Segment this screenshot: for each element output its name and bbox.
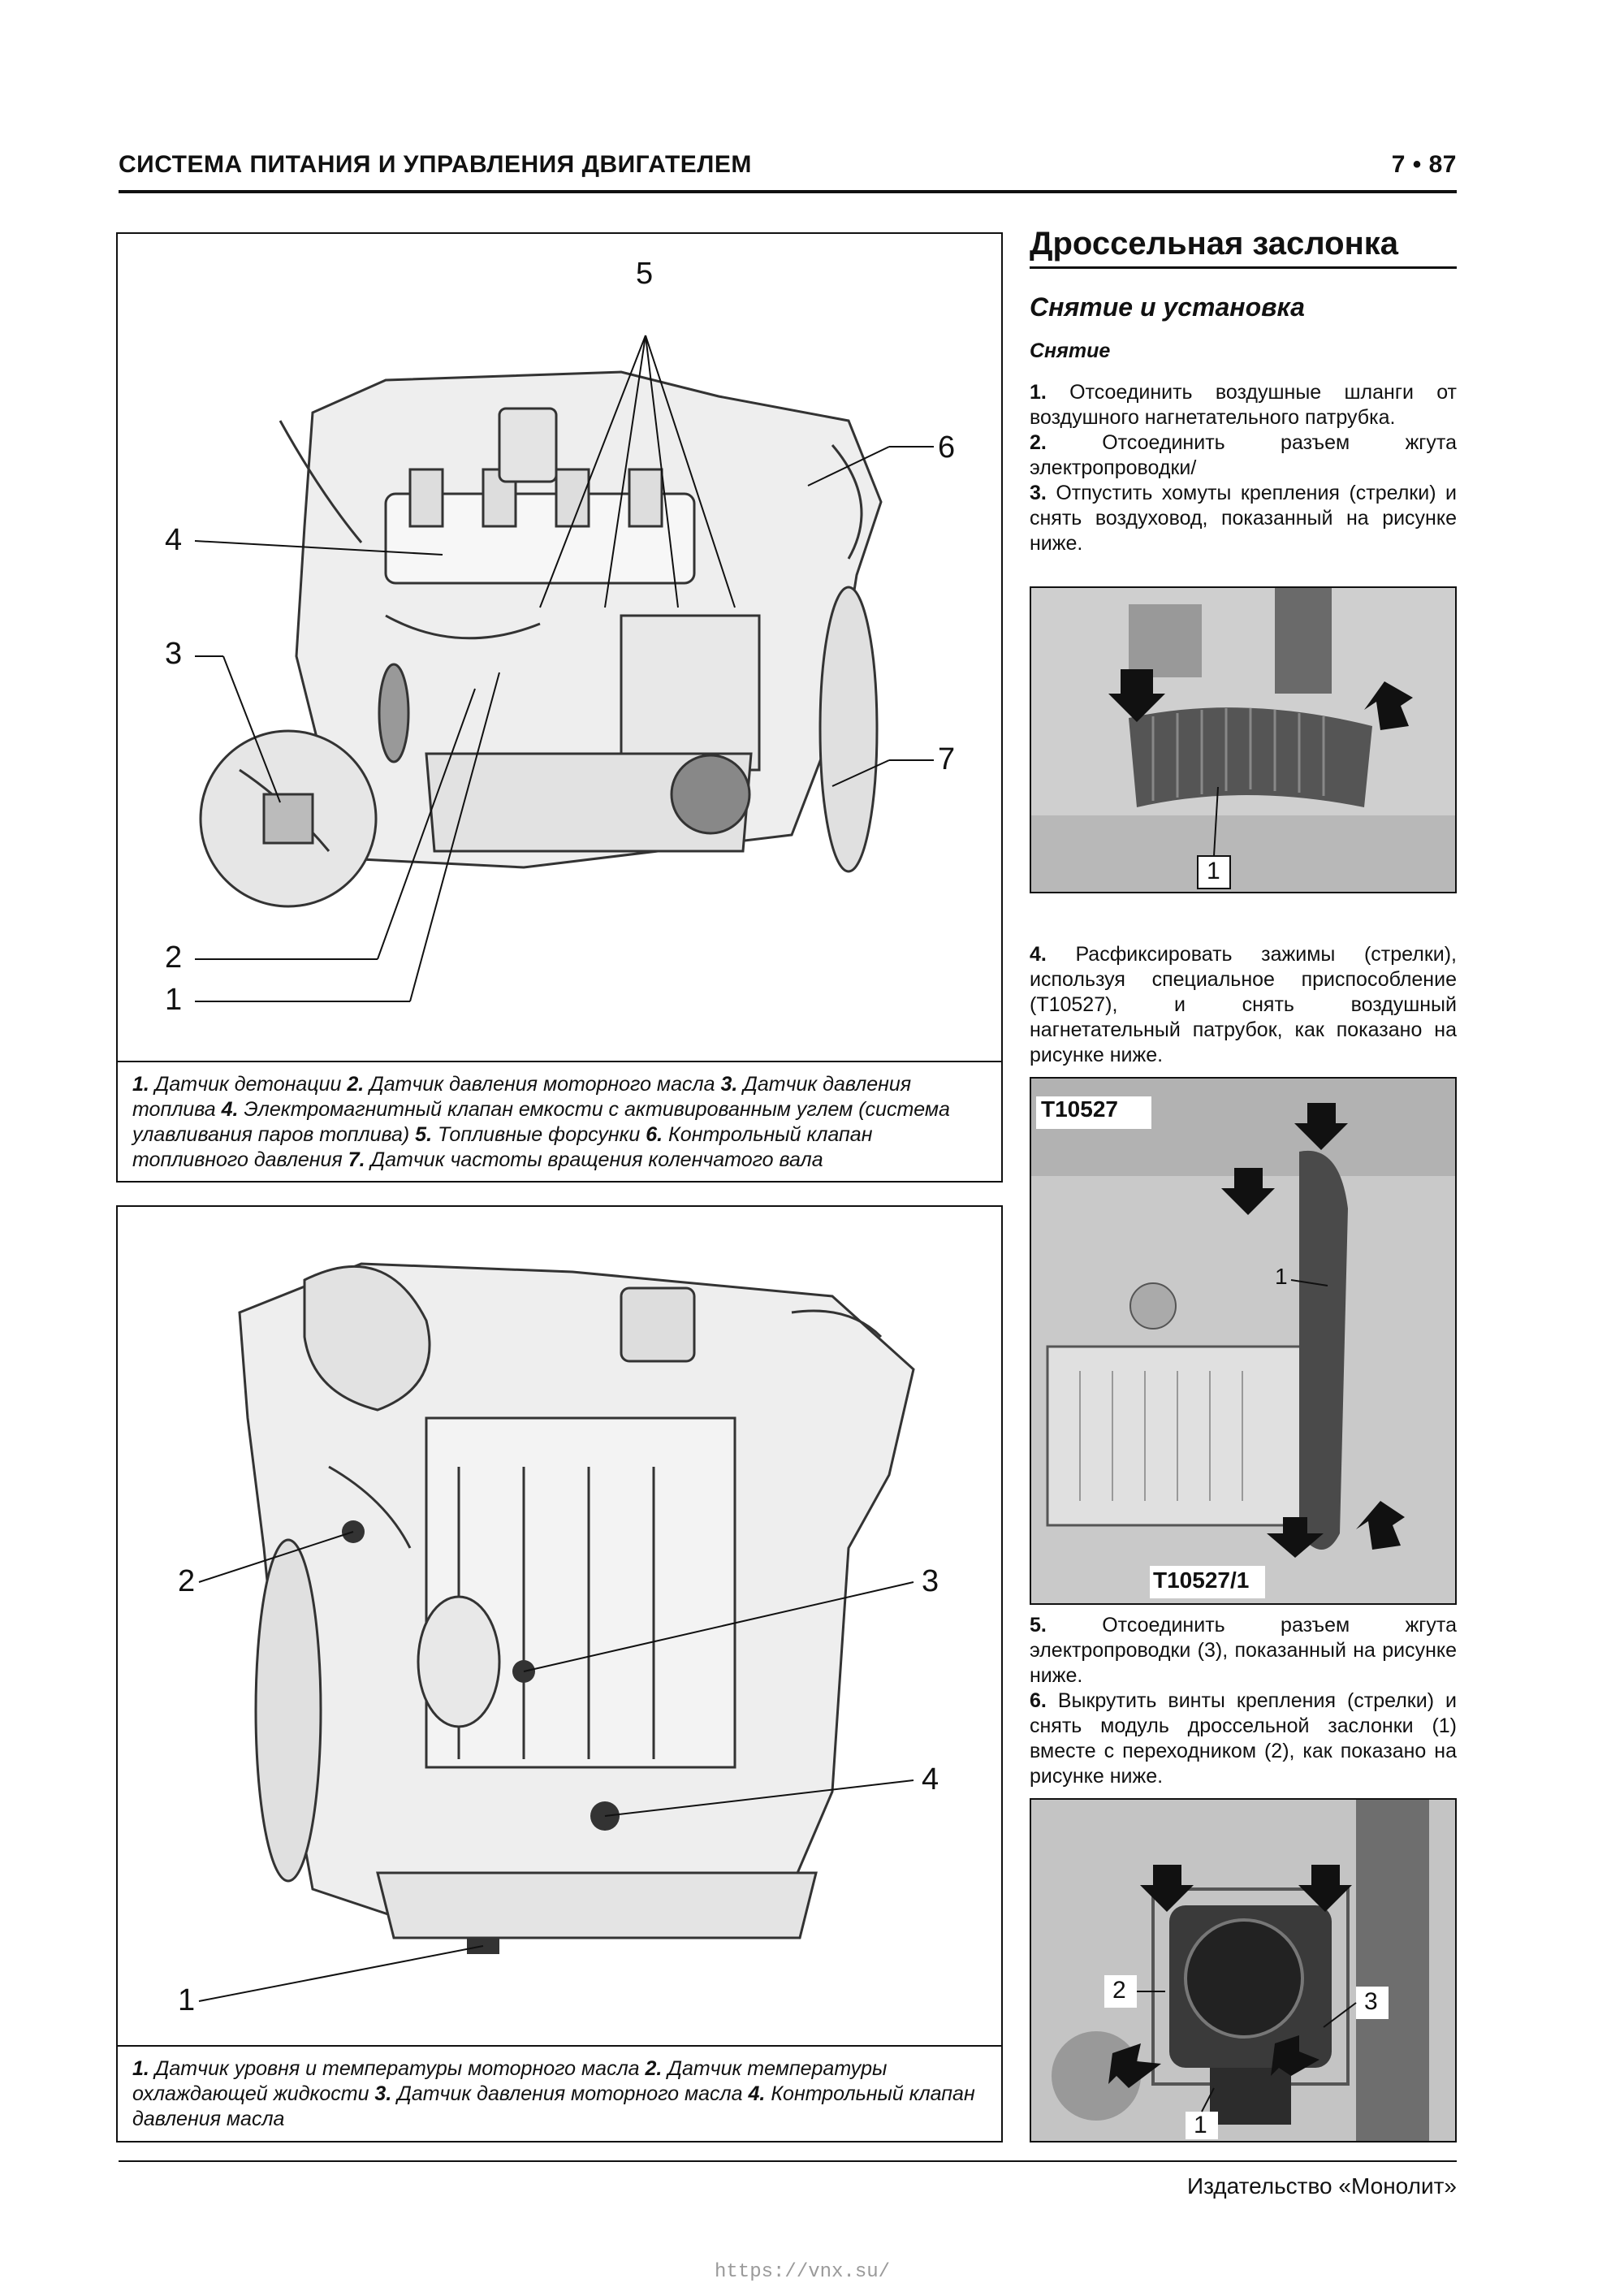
photo-throttle-body: 2 3 1: [1030, 1798, 1457, 2143]
figure-engine-bottom: 2 3 4 1 1. Датчик уровня и температуры м…: [116, 1205, 1003, 2143]
photo-air-duct-image: [1031, 588, 1455, 892]
figure-engine-top: 5 6 4 3 7 2 1 1. Датчик детонации 2. Дат…: [116, 232, 1003, 1183]
footer-rule: [119, 2160, 1457, 2162]
step-3: 3. Отпустить хомуты крепления (стрелки) …: [1030, 482, 1457, 555]
article-subtitle: Снятие и установка: [1030, 292, 1305, 322]
page-number: 7 • 87: [1391, 151, 1457, 178]
step-2: 2. Отсоединить разъем жгута электропрово…: [1030, 431, 1457, 479]
step-6: 6. Выкрутить винты крепления (стрелки) и…: [1030, 1689, 1457, 1788]
steps-block-1: 1. Отсоединить воздушные шланги от возду…: [1030, 380, 1457, 556]
photo-throttle-label-3: 3: [1364, 1988, 1378, 2015]
callout-4: 4: [165, 523, 183, 557]
callout-1: 1: [178, 1983, 196, 2017]
source-url[interactable]: https://vnx.su/: [715, 2261, 891, 2283]
figure-caption-top: 1. Датчик детонации 2. Датчик давления м…: [118, 1061, 1001, 1181]
article-title: Дроссельная заслонка: [1030, 226, 1399, 262]
step-1: 1. Отсоединить воздушные шланги от возду…: [1030, 381, 1457, 429]
step-4: 4. Расфиксировать зажимы (стрелки), испо…: [1030, 943, 1457, 1066]
callout-2: 2: [178, 1564, 196, 1598]
photo-throttle-body-image: [1031, 1800, 1455, 2141]
tool-label-t10527: T10527: [1041, 1096, 1118, 1122]
photo-air-duct-label-1: 1: [1207, 858, 1220, 884]
callout-4: 4: [922, 1762, 939, 1797]
steps-block-2: 4. Расфиксировать зажимы (стрелки), испо…: [1030, 942, 1457, 1068]
title-rule: [1030, 266, 1457, 269]
engine-drawing-bottom: [198, 1262, 915, 2002]
header-rule: [119, 190, 1457, 193]
tool-label-t10527-1: T10527/1: [1153, 1567, 1250, 1593]
photo-throttle-label-2: 2: [1112, 1977, 1126, 2004]
photo-throttle-label-1: 1: [1194, 2112, 1207, 2138]
callout-3: 3: [165, 637, 183, 671]
photo-charge-pipe-image: [1031, 1079, 1455, 1603]
figure-caption-bottom: 1. Датчик уровня и температуры моторного…: [118, 2045, 1001, 2141]
callout-7: 7: [938, 742, 956, 776]
callout-5: 5: [636, 257, 654, 291]
photo-charge-pipe-label-1: 1: [1275, 1264, 1288, 1289]
callout-1: 1: [165, 983, 183, 1017]
steps-block-3: 5. Отсоединить разъем жгута электропрово…: [1030, 1613, 1457, 1789]
callout-6: 6: [938, 430, 956, 465]
callout-3: 3: [922, 1564, 939, 1598]
engine-drawing-top: [194, 335, 934, 1002]
running-head: СИСТЕМА ПИТАНИЯ И УПРАВЛЕНИЯ ДВИГАТЕЛЕМ …: [119, 151, 1457, 190]
section-title: СИСТЕМА ПИТАНИЯ И УПРАВЛЕНИЯ ДВИГАТЕЛЕМ: [119, 151, 752, 178]
publisher: Издательство «Монолит»: [1186, 2173, 1457, 2199]
callout-2: 2: [165, 940, 183, 975]
subsection-heading: Снятие: [1030, 339, 1111, 362]
step-5: 5. Отсоединить разъем жгута электропрово…: [1030, 1614, 1457, 1687]
photo-charge-pipe: T10527 1 T10527/1: [1030, 1077, 1457, 1605]
photo-air-duct: 1: [1030, 586, 1457, 893]
